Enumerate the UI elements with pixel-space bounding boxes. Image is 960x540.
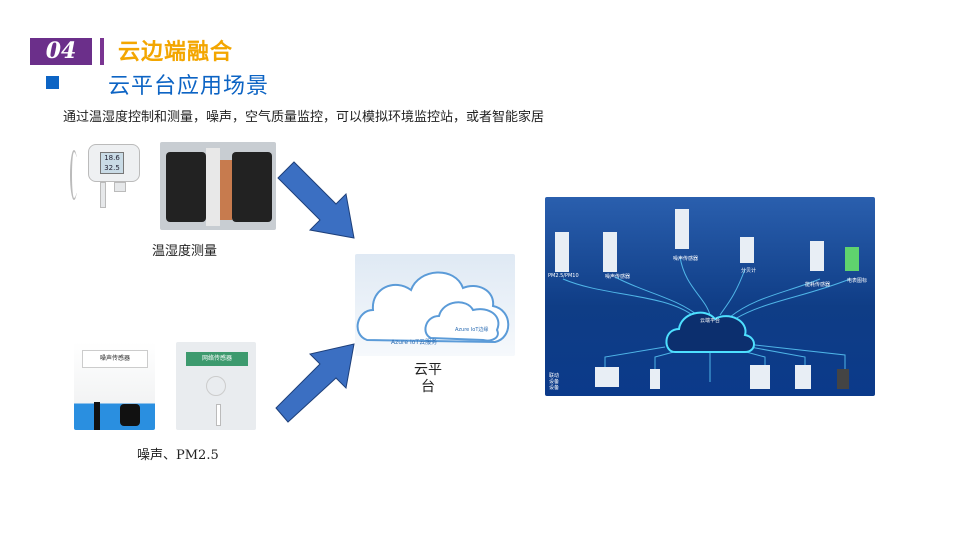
scene-label: 噪声传感器 xyxy=(673,256,699,262)
side-label: 联动设备设备 xyxy=(549,373,560,391)
hub-label: 云端平台 xyxy=(700,318,721,324)
noise-sensor-label: 噪声传感器 xyxy=(82,350,148,368)
noise-pm-label: 噪声、PM2.5 xyxy=(137,448,219,463)
pm-sensor-label: 网络传感器 xyxy=(186,352,248,366)
section-number-badge: 04 xyxy=(30,38,92,65)
humidity-sensor-image: 18.6 32.5 xyxy=(70,140,148,208)
arrow-up-right-icon xyxy=(275,343,355,423)
section-title: 云边端融合 xyxy=(118,40,234,65)
scene-label: 噪声传感器 xyxy=(605,274,631,280)
arrow-down-right-icon xyxy=(277,161,355,239)
smart-site-monitoring-image: PM2.5/PM10 噪声传感器 噪声传感器 分贝计 能耗传感器 电表图标 云端… xyxy=(545,197,875,396)
divider xyxy=(100,38,104,65)
noise-sensor-image: 噪声传感器 xyxy=(74,342,155,430)
scene-label: PM2.5/PM10 xyxy=(548,273,579,279)
main-cloud-label: Azure IoT云服务 xyxy=(391,339,438,346)
pm-sensor-image: 网络传感器 xyxy=(176,342,256,430)
display-value: 18.6 xyxy=(104,154,120,162)
temp-humidity-label: 温湿度测量 xyxy=(152,244,218,259)
heat-sink-fans-image xyxy=(160,142,276,230)
subtitle: 云平台应用场景 xyxy=(108,74,270,99)
bullet-square-icon xyxy=(46,76,59,89)
scene-label: 分贝计 xyxy=(741,268,757,274)
azure-cloud-image: Azure IoT云服务 Azure IoT边缘 xyxy=(355,254,515,356)
cloud-platform-label: 云平台 xyxy=(414,362,442,395)
scene-label: 电表图标 xyxy=(847,278,868,284)
edge-cloud-label: Azure IoT边缘 xyxy=(455,327,489,333)
description: 通过温湿度控制和测量，噪声，空气质量监控，可以模拟环境监控站，或者智能家居 xyxy=(63,110,545,125)
arrows xyxy=(275,161,355,423)
scene-label: 能耗传感器 xyxy=(805,282,831,288)
display-value: 32.5 xyxy=(104,164,120,172)
